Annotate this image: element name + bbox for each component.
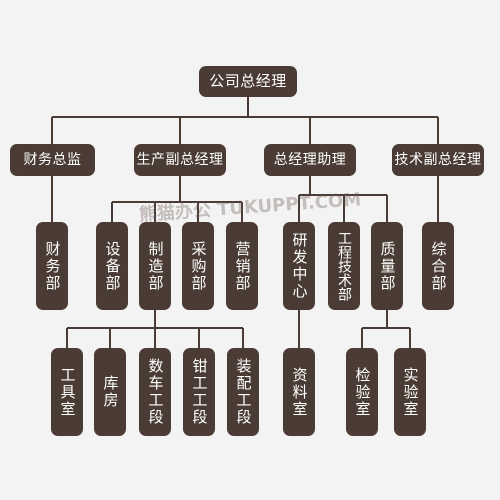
node-purchasing-dept: 采购部 [182,222,214,310]
node-ceo: 公司总经理 [199,66,297,97]
node-cnc-section: 数车工段 [139,348,171,436]
node-production-vp: 生产副总经理 [134,144,226,176]
node-engineering-dept: 工程技术部 [328,222,360,310]
node-manufacturing-dept: 制造部 [139,222,171,310]
node-marketing-dept: 营销部 [226,222,258,310]
node-warehouse: 库房 [94,348,126,436]
node-cfo: 财务总监 [10,144,95,176]
node-inspection-room: 检验室 [346,348,378,436]
node-finance-dept: 财务部 [36,222,68,310]
node-tool-room: 工具室 [51,348,83,436]
node-assembly-section: 装配工段 [227,348,259,436]
node-quality-dept: 质量部 [371,222,403,310]
node-equipment-dept: 设备部 [96,222,128,310]
node-general-dept: 综合部 [422,222,454,310]
node-archive-room: 资料室 [283,348,315,436]
node-gm-assistant: 总经理助理 [264,144,356,176]
node-rd-center: 研发中心 [283,222,315,310]
node-tech-vp: 技术副总经理 [392,144,484,176]
node-laboratory: 实验室 [394,348,426,436]
node-fitter-section: 钳工工段 [183,348,215,436]
